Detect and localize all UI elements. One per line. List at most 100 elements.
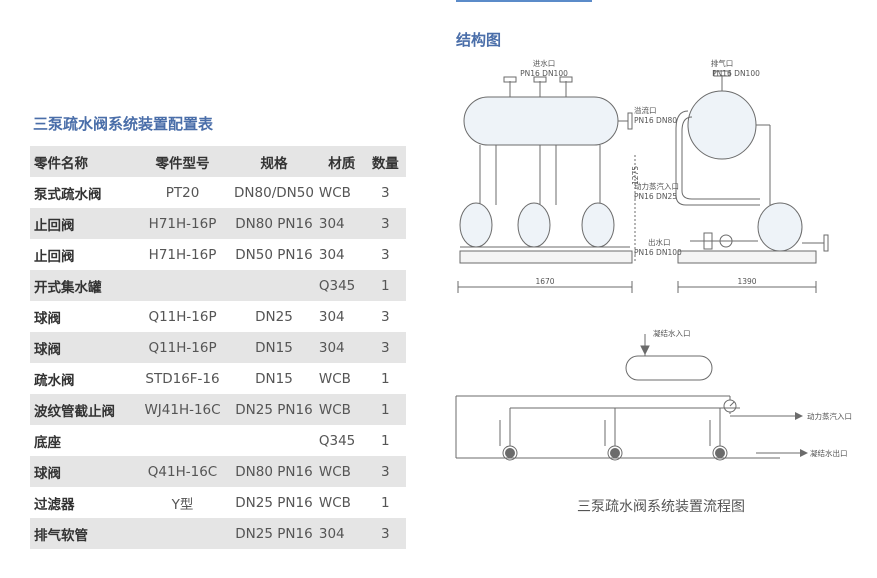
vent-spec: PN16 DN100 (712, 69, 760, 78)
cell-material: Q345 (318, 270, 365, 301)
condensate-outlet-label: 凝结水出口 (810, 448, 848, 458)
pump-trap-front-3 (581, 202, 615, 248)
cell-part-name: 疏水阀 (34, 372, 75, 389)
cell-part-model: Y型 (171, 496, 194, 513)
table-row: 底座 Q345 1 (30, 425, 406, 456)
cell-quantity: 1 (364, 394, 406, 425)
cell-part-name: 底座 (34, 434, 61, 451)
collection-tank-side (687, 90, 757, 160)
overflow-spec: PN16 DN80 (634, 116, 677, 125)
cell-part-name: 泵式疏水阀 (34, 186, 102, 203)
cell-material: 304 (318, 308, 345, 325)
cell-quantity: 3 (381, 184, 390, 201)
table-header-row: 零件名称 零件型号 规格 材质 数量 (30, 146, 406, 177)
cell-spec (229, 270, 319, 301)
cell-material: Q345 (318, 432, 356, 449)
cell-material: 304 (318, 208, 365, 239)
steam-inlet-label: 动力蒸汽入口 (634, 181, 679, 191)
header-material: 材质 (318, 146, 365, 177)
cell-spec: DN50 PN16 (235, 246, 313, 263)
header-spec: 规格 (229, 146, 319, 177)
flow-caption: 三泵疏水阀系统装置流程图 (577, 499, 745, 515)
cell-material: 304 (318, 246, 345, 263)
steam-inlet-spec: PN16 DN25 (634, 192, 677, 201)
cell-part-name: 球阀 (34, 310, 61, 327)
cell-spec: DN80 PN16 (229, 208, 319, 239)
cell-material: 304 (318, 518, 365, 549)
cell-part-model: Q41H-16C (135, 456, 230, 487)
cell-material: WCB (318, 456, 365, 487)
cell-spec: DN15 (229, 332, 319, 363)
condensate-inlet-label: 凝结水入口 (653, 328, 691, 338)
cell-part-model: WJ41H-16C (135, 394, 230, 425)
cell-quantity: 3 (364, 456, 406, 487)
base-side (677, 250, 817, 264)
inlet-spec: PN16 DN100 (520, 69, 568, 78)
cell-spec: DN25 PN16 (229, 394, 319, 425)
outlet-spec: PN16 DN100 (634, 248, 682, 257)
cell-quantity: 1 (381, 432, 390, 449)
cell-material: WCB (318, 184, 351, 201)
cell-part-model: Q11H-16P (148, 308, 217, 325)
header-quantity: 数量 (364, 146, 406, 177)
cell-spec: DN80/DN50 (234, 184, 314, 201)
cell-part-name: 波纹管截止阀 (30, 394, 136, 425)
cell-quantity: 1 (364, 270, 406, 301)
pump-trap-side (757, 202, 803, 252)
vent-label: 排气口 (711, 58, 734, 68)
depth-dimension: 1390 (737, 277, 756, 286)
flow-diagram: 凝结水入口 动力蒸汽入口 凝结水出口 (455, 328, 852, 461)
top-accent-rule (456, 0, 592, 2)
cell-part-model (135, 270, 230, 301)
cell-part-name: 开式集水罐 (30, 270, 136, 301)
cell-part-model: Q11H-16P (135, 332, 230, 363)
header-part-model: 零件型号 (135, 146, 230, 177)
width-dimension: 1670 (535, 277, 554, 286)
cell-quantity: 1 (381, 370, 390, 387)
cell-part-model: STD16F-16 (145, 370, 220, 387)
cell-part-name: 止回阀 (30, 208, 136, 239)
cell-quantity: 3 (364, 332, 406, 363)
cell-part-name: 过滤器 (34, 496, 75, 513)
inlet-label: 进水口 (533, 58, 556, 68)
flow-tank (625, 355, 713, 381)
cell-spec: DN25 PN16 (229, 518, 319, 549)
cell-quantity: 1 (381, 494, 390, 511)
cell-part-name: 球阀 (30, 332, 136, 363)
table-row: 过滤器 Y型 DN25 PN16 WCB 1 (30, 487, 406, 518)
cell-part-model: PT20 (165, 184, 200, 201)
cell-part-model: H71H-16P (135, 208, 230, 239)
cell-part-model: H71H-16P (148, 246, 217, 263)
cell-part-name: 止回阀 (34, 248, 75, 265)
header-part-name: 零件名称 (30, 146, 136, 177)
cell-spec (229, 425, 319, 456)
pump-trap-front-1 (459, 202, 493, 248)
overflow-label: 溢流口 (634, 105, 657, 115)
cell-material: WCB (318, 370, 351, 387)
config-table-title: 三泵疏水阀系统装置配置表 (33, 115, 214, 133)
cell-spec: DN25 (255, 308, 293, 325)
cell-material: 304 (318, 332, 365, 363)
cell-part-model (135, 518, 230, 549)
cell-quantity: 3 (364, 518, 406, 549)
base-front (459, 250, 633, 264)
cell-material: WCB (318, 494, 351, 511)
cell-spec: DN25 PN16 (235, 494, 313, 511)
cell-quantity: 3 (381, 246, 390, 263)
cell-spec: DN15 (255, 370, 293, 387)
table-row: 疏水阀 STD16F-16 DN15 WCB 1 (30, 363, 406, 394)
table-row: 止回阀 H71H-16P DN50 PN16 304 3 (30, 239, 406, 270)
steam-inlet-flow-label: 动力蒸汽入口 (807, 411, 852, 421)
cell-part-name: 球阀 (30, 456, 136, 487)
collection-tank-front (463, 96, 619, 146)
cell-part-model (136, 425, 229, 456)
cell-material: WCB (318, 394, 365, 425)
structure-title: 结构图 (456, 31, 502, 49)
